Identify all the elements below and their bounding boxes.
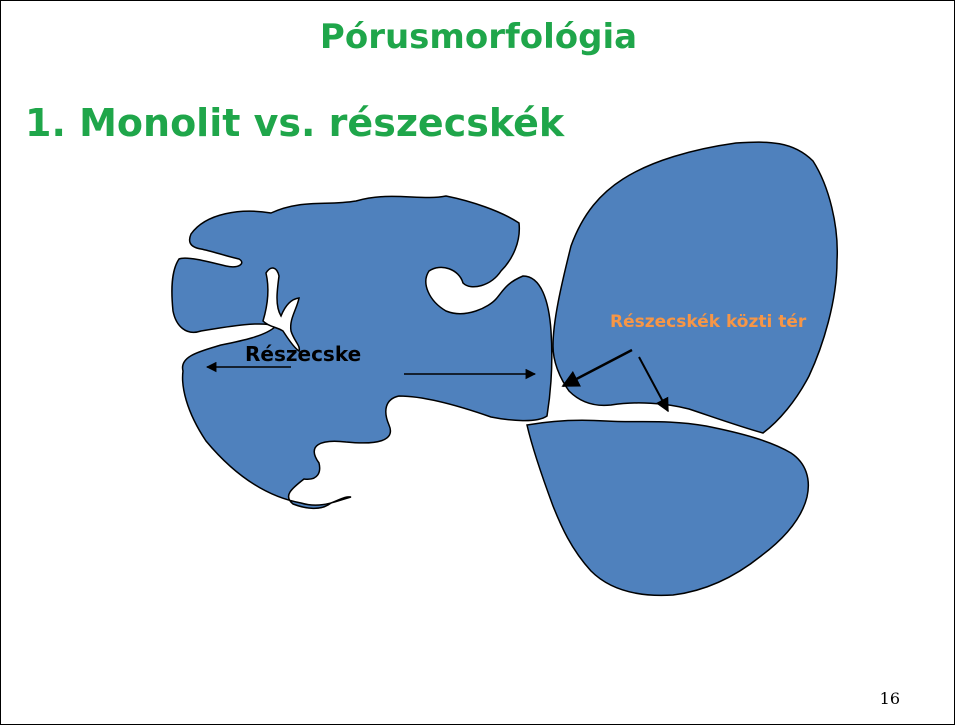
particle-left (172, 196, 552, 508)
particle-right-lower (527, 420, 808, 595)
particle-right-upper (553, 142, 837, 433)
page-number: 16 (880, 689, 900, 708)
interparticle-space-label: Részecskék közti tér (610, 312, 807, 332)
particle-label: Részecske (245, 342, 361, 366)
